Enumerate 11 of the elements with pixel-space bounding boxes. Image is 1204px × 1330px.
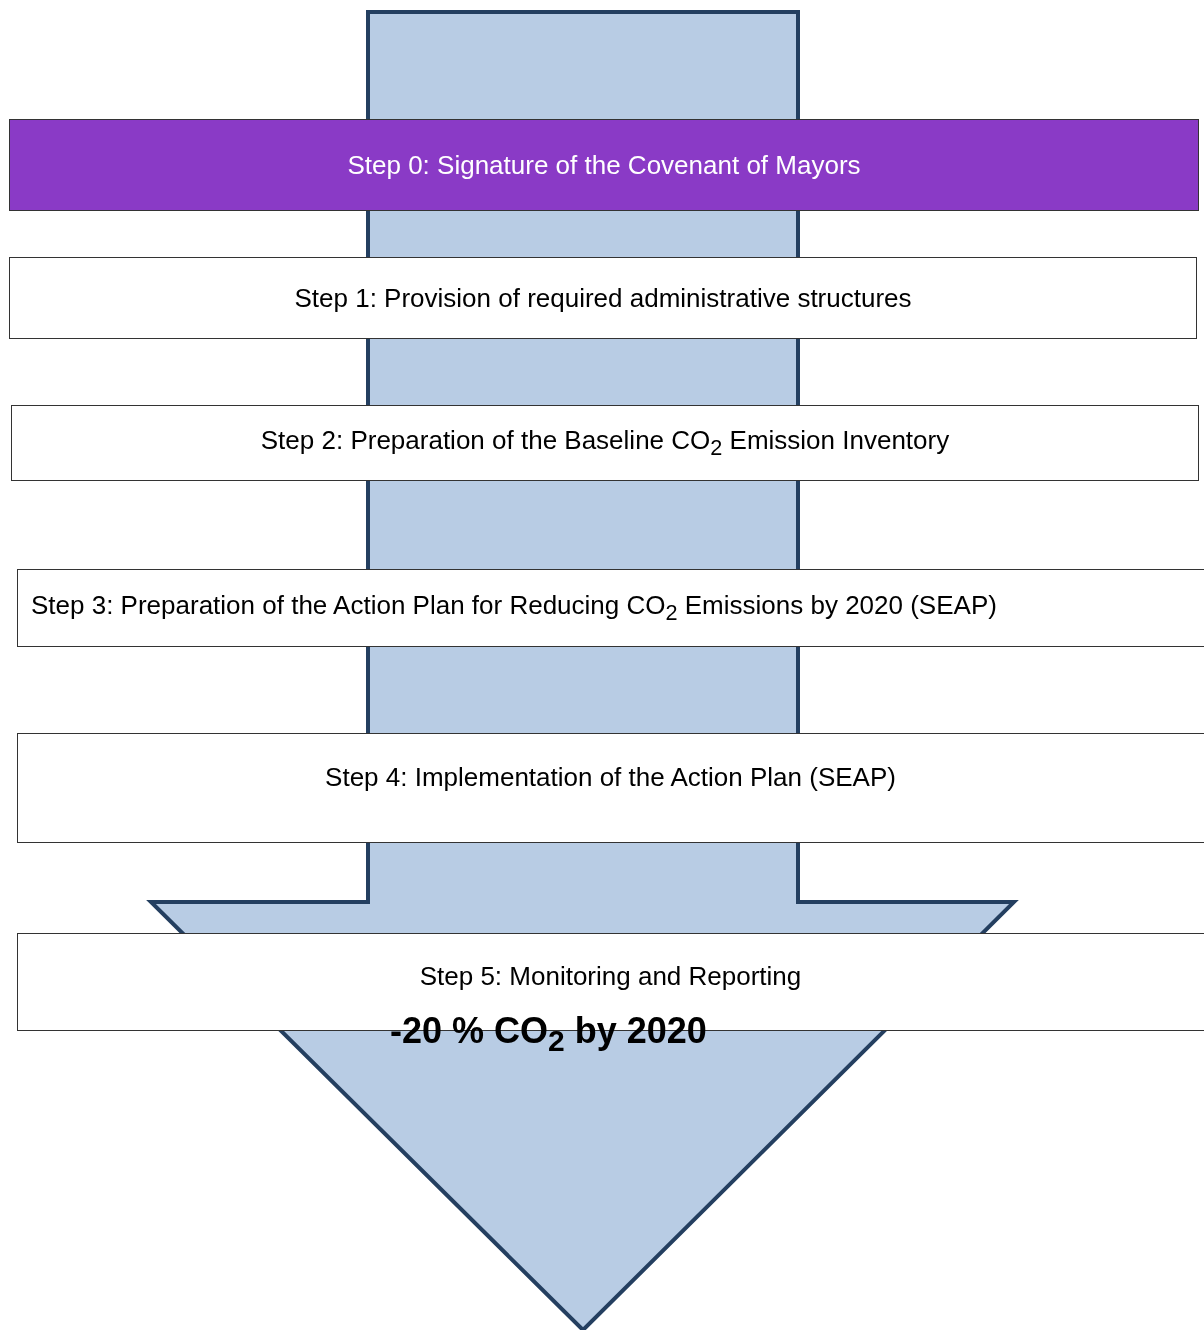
step-box [17,569,1204,647]
step-label: Step 5: Monitoring and Reporting [419,961,802,992]
step-box [9,257,1197,339]
step-label: Step 1: Provision of required administrative structures [294,282,912,314]
step-box [9,119,1199,211]
step-label: Step 0: Signature of the Covenant of Mayors [347,149,861,181]
step-label: Step 3: Preparation of the Action Plan for Reducing CO$_{2}$ Emissions by 2020 (SEAP) [31,589,997,627]
step-box [11,405,1199,481]
step-box [17,733,1204,843]
step-label: Step 4: Implementation of the Action Plan (SEAP) [325,762,896,793]
step-label: Step 2: Preparation of the Baseline CO$_{2}$ Emission Inventory [260,424,950,462]
